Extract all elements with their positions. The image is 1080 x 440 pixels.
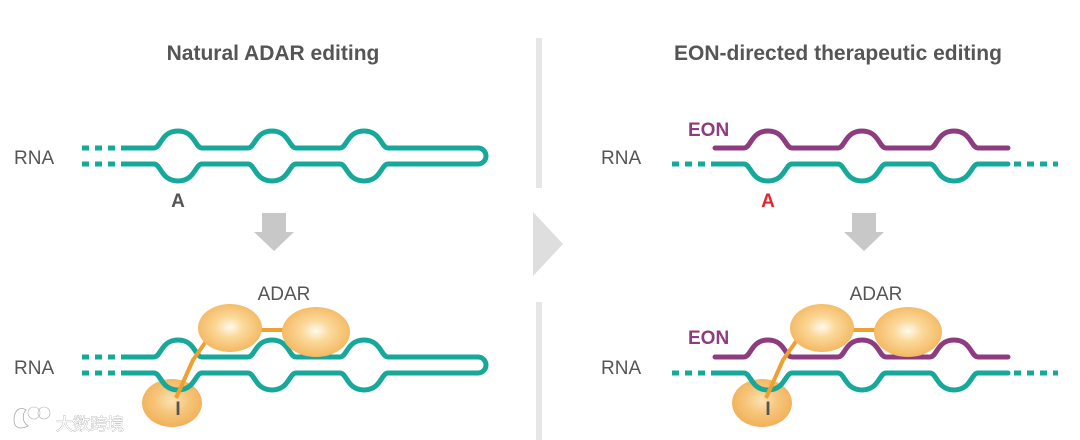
adenosine-base-label: A <box>171 191 185 212</box>
divider-line-upper <box>536 38 542 188</box>
down-arrow-icon <box>254 213 294 251</box>
right-panel: EON-directed therapeutic editing RNA EON… <box>601 42 1058 427</box>
right-bottom-rna-label: RNA <box>601 358 641 379</box>
left-bottom-rna-duplex: RNA I <box>14 304 489 427</box>
right-bottom-eon-label: EON <box>688 328 729 349</box>
eon-strand <box>712 128 1011 151</box>
adar-catalytic-domain <box>732 379 792 427</box>
right-adar-label: ADAR <box>850 284 903 305</box>
left-panel: Natural ADAR editing RNA A ADAR RNA <box>14 42 489 427</box>
watermark-text: 大数跨境 <box>56 415 124 435</box>
left-panel-title: Natural ADAR editing <box>167 42 380 65</box>
left-adar-label: ADAR <box>258 284 311 305</box>
inosine-base-label: I <box>765 399 770 420</box>
adar-binding-domain <box>790 304 854 352</box>
adar-binding-domain <box>282 307 350 357</box>
adar-binding-domain <box>198 304 262 352</box>
adenosine-base-label: A <box>761 191 775 212</box>
adar-linker <box>174 338 209 399</box>
rna-upper-strand <box>122 337 481 360</box>
inosine-base-label: I <box>175 399 180 420</box>
right-top-rna-label: RNA <box>601 148 641 169</box>
right-top-eon-label: EON <box>688 120 729 141</box>
rna-lower-strand <box>122 161 481 184</box>
adar-binding-domain <box>874 307 942 357</box>
right-panel-title: EON-directed therapeutic editing <box>674 42 1002 65</box>
adar-linker <box>764 338 799 399</box>
rna-hairpin-loop <box>477 354 489 376</box>
watermark-logo-icon <box>13 406 51 429</box>
divider-line-lower <box>536 302 542 440</box>
left-bottom-rna-label: RNA <box>14 358 54 379</box>
eon-strand <box>712 337 1011 360</box>
panel-divider <box>533 38 563 440</box>
watermark: 大数跨境 <box>13 406 124 435</box>
right-bottom-rna-eon: RNA EON I <box>601 304 1058 427</box>
left-top-rna-label: RNA <box>14 148 54 169</box>
rna-upper-strand <box>122 128 481 151</box>
rna-strand <box>712 161 1011 184</box>
adar-catalytic-domain <box>142 379 202 427</box>
rna-hairpin-loop <box>477 145 489 167</box>
right-top-rna-eon: RNA EON A <box>601 120 1058 212</box>
left-top-rna-duplex: RNA A <box>14 128 489 212</box>
chevron-right-icon <box>533 212 563 276</box>
down-arrow-icon <box>844 213 884 251</box>
